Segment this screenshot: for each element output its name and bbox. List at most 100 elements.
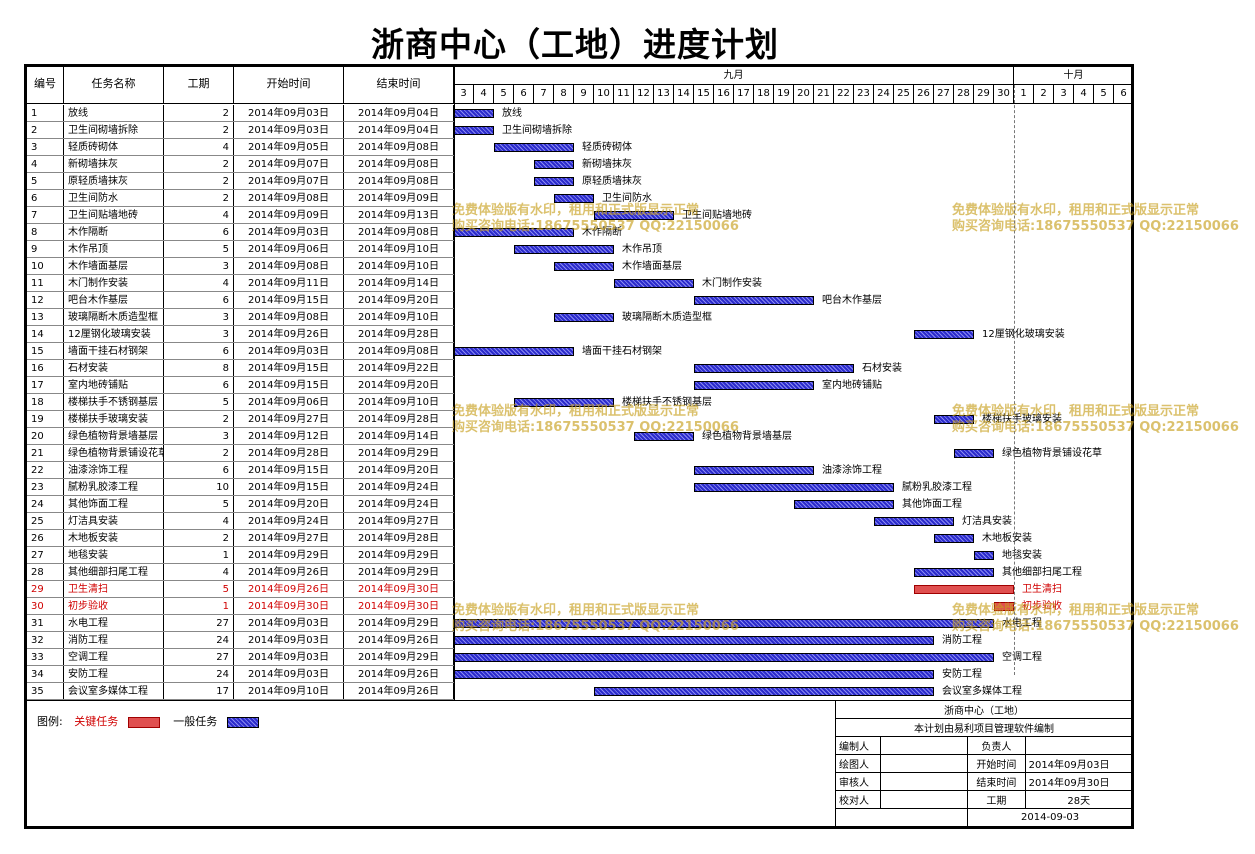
- legend-normal-swatch: [226, 716, 259, 728]
- header-end: 结束时间: [344, 67, 454, 103]
- cell-id: 22: [27, 462, 64, 479]
- gantt-bar: [614, 279, 694, 288]
- cell-dur: 10: [164, 479, 234, 496]
- cell-start: 2014年09月07日: [234, 173, 344, 190]
- day-number: 27: [934, 85, 954, 103]
- gantt-bar: [454, 653, 994, 662]
- cell-end: 2014年09月10日: [344, 394, 454, 411]
- cell-end: 2014年09月04日: [344, 105, 454, 122]
- day-number: 9: [574, 85, 594, 103]
- cell-end: 2014年09月08日: [344, 139, 454, 156]
- bar-label: 室内地砖铺贴: [822, 380, 882, 391]
- cell-name: 绿色植物背景墙基层: [64, 428, 164, 445]
- cell-id: 21: [27, 445, 64, 462]
- cell-name: 地毯安装: [64, 547, 164, 564]
- bar-label: 卫生间砌墙拆除: [502, 125, 572, 136]
- info-label: 编制人: [834, 736, 882, 755]
- cell-name: 卫生清扫: [64, 581, 164, 598]
- cell-name: 初步验收: [64, 598, 164, 615]
- day-number: 18: [754, 85, 774, 103]
- cell-dur: 4: [164, 207, 234, 224]
- cell-end: 2014年09月28日: [344, 411, 454, 428]
- bar-label: 木地板安装: [982, 533, 1032, 544]
- bar-label: 消防工程: [942, 635, 982, 646]
- day-number: 16: [714, 85, 734, 103]
- cell-name: 空调工程: [64, 649, 164, 666]
- legend-critical-label: 关键任务: [74, 715, 119, 728]
- gantt-bar: [954, 449, 994, 458]
- cell-name: 楼梯扶手玻璃安装: [64, 411, 164, 428]
- cell-name: 木地板安装: [64, 530, 164, 547]
- cell-dur: 5: [164, 394, 234, 411]
- gantt-bar: [594, 211, 674, 220]
- bar-label: 空调工程: [1002, 652, 1042, 663]
- bar-label: 绿色植物背景墙基层: [702, 431, 792, 442]
- cell-end: 2014年09月22日: [344, 360, 454, 377]
- cell-id: 1: [27, 105, 64, 122]
- legend-normal-label: 一般任务: [173, 715, 218, 728]
- bar-label: 吧台木作基层: [822, 295, 882, 306]
- bar-label: 灯洁具安装: [962, 516, 1012, 527]
- info-value: [880, 772, 969, 791]
- day-number: 2: [1034, 85, 1054, 103]
- bar-label: 木作吊顶: [622, 244, 662, 255]
- gantt-bar: [534, 160, 574, 169]
- cell-id: 27: [27, 547, 64, 564]
- day-number: 4: [1074, 85, 1094, 103]
- cell-name: 消防工程: [64, 632, 164, 649]
- cell-id: 20: [27, 428, 64, 445]
- header-duration: 工期: [164, 67, 234, 103]
- cell-end: 2014年09月29日: [344, 547, 454, 564]
- cell-end: 2014年09月28日: [344, 530, 454, 547]
- cell-id: 31: [27, 615, 64, 632]
- cell-end: 2014年09月24日: [344, 479, 454, 496]
- cell-end: 2014年09月08日: [344, 224, 454, 241]
- cell-name: 其他饰面工程: [64, 496, 164, 513]
- cell-id: 13: [27, 309, 64, 326]
- cell-end: 2014年09月10日: [344, 258, 454, 275]
- day-number: 28: [954, 85, 974, 103]
- cell-dur: 3: [164, 258, 234, 275]
- day-number: 25: [894, 85, 914, 103]
- cell-start: 2014年09月10日: [234, 683, 344, 700]
- bar-label: 其他细部扫尾工程: [1002, 567, 1082, 578]
- cell-id: 19: [27, 411, 64, 428]
- gantt-bar: [874, 517, 954, 526]
- info-label: 校对人: [834, 790, 882, 809]
- cell-start: 2014年09月06日: [234, 241, 344, 258]
- gantt-bar: [994, 602, 1014, 611]
- day-number: 12: [634, 85, 654, 103]
- table-bottom-line: [27, 700, 1131, 701]
- info-label: 结束时间: [967, 772, 1026, 791]
- cell-end: 2014年09月30日: [344, 598, 454, 615]
- cell-id: 8: [27, 224, 64, 241]
- gantt-bar: [454, 109, 494, 118]
- cell-name: 放线: [64, 105, 164, 122]
- day-number: 3: [1054, 85, 1074, 103]
- cell-start: 2014年09月05日: [234, 139, 344, 156]
- cell-start: 2014年09月06日: [234, 394, 344, 411]
- header-divider: [27, 103, 1131, 104]
- bar-label: 腻粉乳胶漆工程: [902, 482, 972, 493]
- gantt-bar: [974, 551, 994, 560]
- bar-label: 楼梯扶手不锈钢基层: [622, 397, 712, 408]
- cell-dur: 3: [164, 428, 234, 445]
- cell-id: 14: [27, 326, 64, 343]
- cell-id: 30: [27, 598, 64, 615]
- cell-name: 新砌墙抹灰: [64, 156, 164, 173]
- cell-name: 吧台木作基层: [64, 292, 164, 309]
- cell-dur: 5: [164, 581, 234, 598]
- cell-id: 33: [27, 649, 64, 666]
- cell-id: 23: [27, 479, 64, 496]
- gantt-bar: [694, 296, 814, 305]
- cell-start: 2014年09月08日: [234, 309, 344, 326]
- cell-start: 2014年09月03日: [234, 122, 344, 139]
- table-divider: [454, 67, 455, 700]
- cell-end: 2014年09月08日: [344, 173, 454, 190]
- cell-dur: 27: [164, 615, 234, 632]
- cell-name: 安防工程: [64, 666, 164, 683]
- bar-label: 楼梯扶手玻璃安装: [982, 414, 1062, 425]
- cell-dur: 6: [164, 377, 234, 394]
- gantt-bar: [914, 568, 994, 577]
- info-project: 浙商中心（工地）: [835, 700, 1133, 719]
